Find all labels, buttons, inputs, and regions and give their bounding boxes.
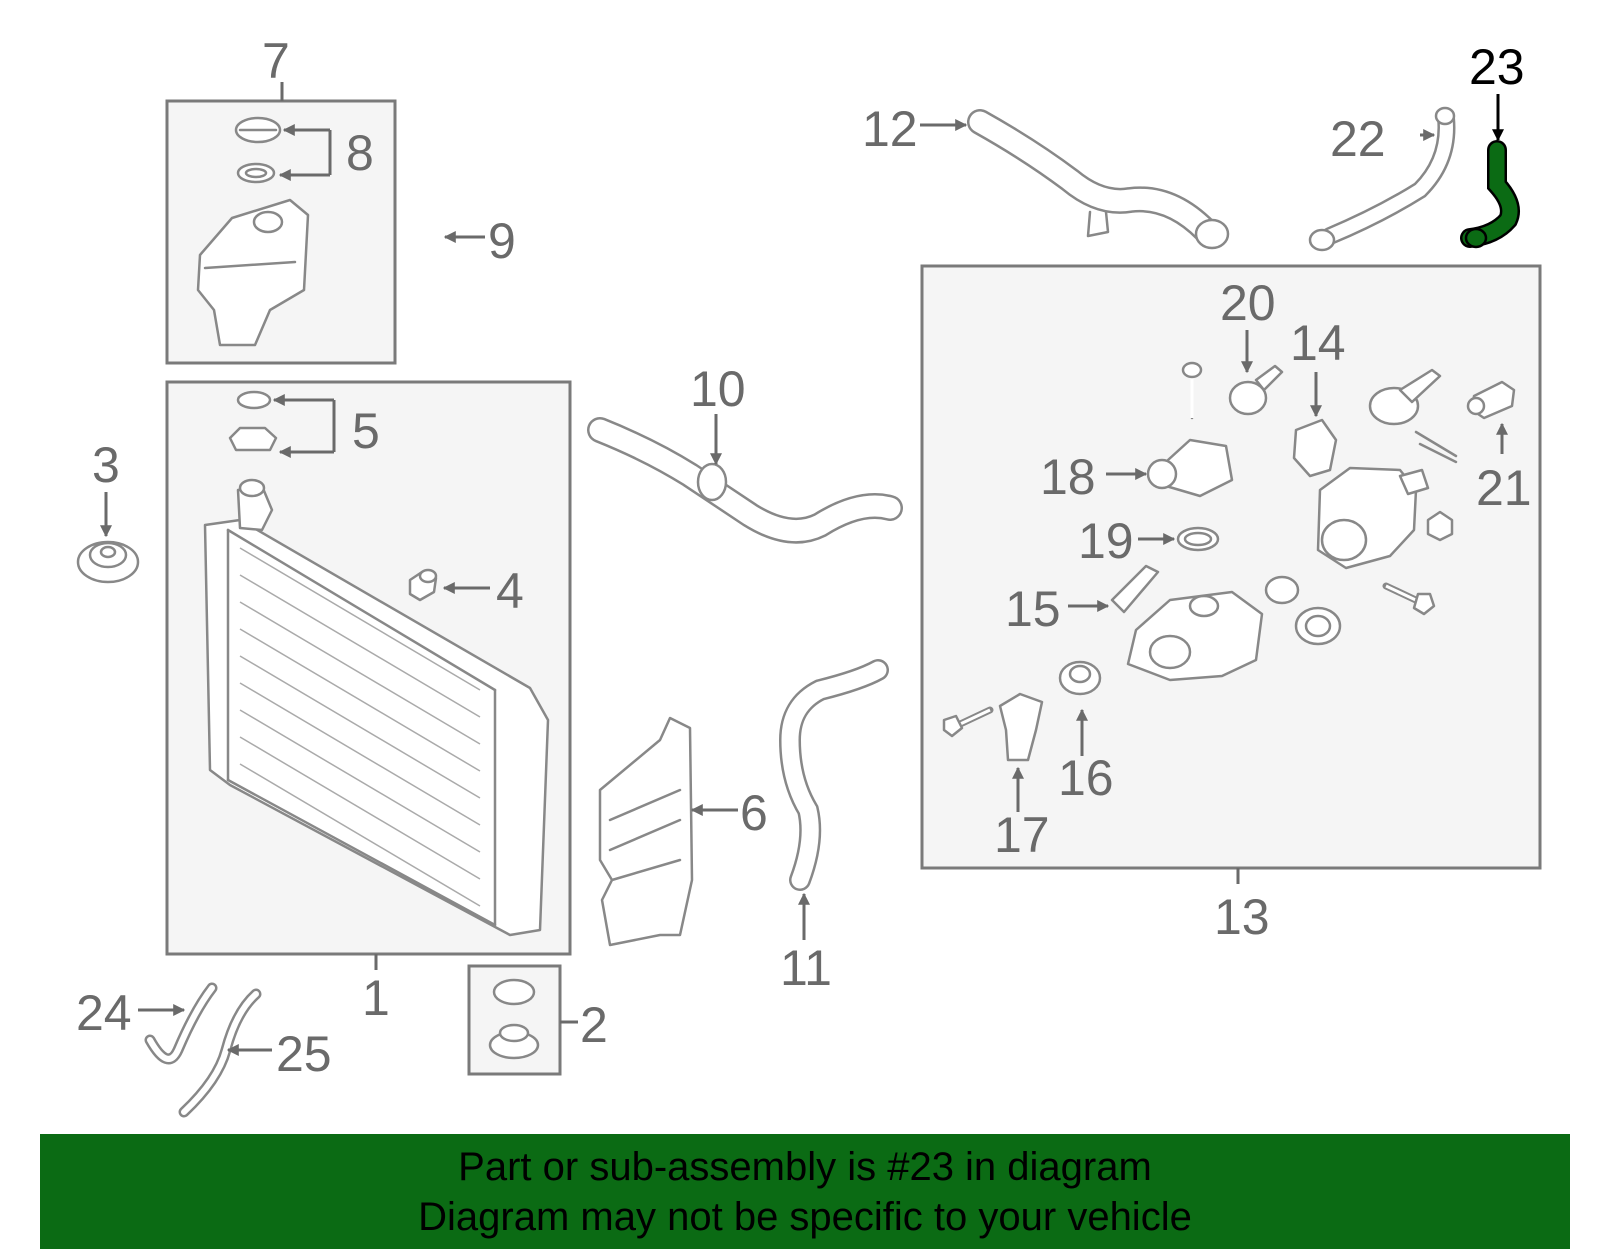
- callout-2: 2: [580, 997, 608, 1053]
- callout-12: 12: [862, 101, 918, 157]
- callout-5: 5: [352, 403, 380, 459]
- thermostat-part-16: [1058, 660, 1102, 696]
- reservoir-cap-part: [234, 116, 282, 144]
- bolt-part: [942, 706, 994, 738]
- callout-18: 18: [1040, 449, 1096, 505]
- callout-15: 15: [1005, 581, 1061, 637]
- callout-17: 17: [994, 807, 1050, 863]
- callout-9: 9: [488, 213, 516, 269]
- fitting-part-17: [998, 692, 1044, 762]
- callout-7: 7: [262, 33, 290, 89]
- callout-25: 25: [276, 1026, 332, 1082]
- highlighted-hose-part-23: [1460, 140, 1520, 249]
- mount-bushing-part: [76, 540, 140, 584]
- callout-11: 11: [780, 940, 832, 996]
- seal-ring-part: [1264, 575, 1300, 605]
- inlet-housing-part: [1126, 590, 1264, 682]
- sensor-part-20: [1228, 364, 1284, 416]
- banner-line-1: Part or sub-assembly is #23 in diagram: [458, 1144, 1152, 1189]
- gasket-part-15: [1110, 564, 1160, 614]
- callout-16: 16: [1058, 750, 1114, 806]
- coolant-reservoir-part: [196, 198, 310, 347]
- sensor-part-21: [1466, 380, 1516, 420]
- info-banner: Part or sub-assembly is #23 in diagram D…: [40, 1134, 1570, 1249]
- thermostat-housing-part: [1316, 466, 1430, 570]
- callout-23: 23: [1469, 39, 1525, 95]
- radiator-part: [203, 478, 550, 937]
- callout-10: 10: [690, 361, 746, 417]
- callout-22: 22: [1330, 111, 1386, 167]
- filler-neck-cap-part: [228, 426, 278, 452]
- fitting-part: [1368, 368, 1442, 426]
- drain-plug-part: [408, 568, 438, 602]
- o-ring-part: [236, 390, 272, 410]
- clip-part: [1414, 430, 1458, 464]
- banner-line-2: Diagram may not be specific to your vehi…: [418, 1194, 1192, 1239]
- mount-part-2: [488, 978, 540, 1060]
- bolt-part: [1382, 582, 1436, 616]
- callout-24: 24: [76, 985, 132, 1041]
- callout-13: 13: [1214, 889, 1270, 945]
- callout-6: 6: [740, 785, 768, 841]
- air-guard-part: [598, 716, 694, 947]
- outlet-part-18: [1146, 438, 1234, 498]
- callout-4: 4: [496, 563, 524, 619]
- callout-8: 8: [346, 125, 374, 181]
- thermostat-housing-group-box: [920, 264, 1542, 870]
- callout-19: 19: [1078, 513, 1134, 569]
- bolt-part: [1181, 361, 1203, 420]
- callout-20: 20: [1220, 275, 1276, 331]
- gasket-part-14: [1292, 418, 1338, 478]
- callout-1: 1: [362, 970, 390, 1026]
- callout-3: 3: [92, 437, 120, 493]
- callout-21: 21: [1476, 460, 1532, 516]
- callout-14: 14: [1290, 315, 1346, 371]
- nut-part: [1426, 510, 1454, 542]
